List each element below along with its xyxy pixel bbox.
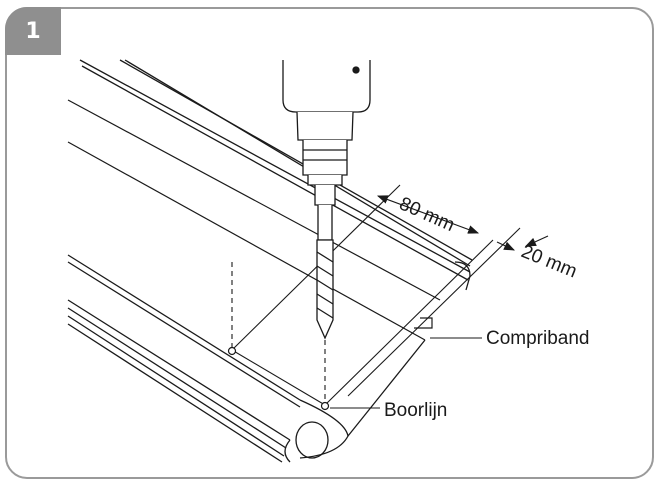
hidden-lines — [231, 262, 326, 405]
guide-lines — [231, 184, 521, 406]
front-rail — [67, 254, 426, 463]
hole-mark-left — [227, 346, 237, 356]
callout-compriband: Compriband — [486, 328, 590, 349]
hole-marks — [227, 346, 330, 411]
dimension-label-20mm: 20 mm — [518, 241, 580, 282]
panel-surface — [67, 99, 441, 341]
drill-icon — [282, 60, 371, 340]
dimension-arrows — [376, 195, 549, 251]
hole-mark-right — [320, 401, 330, 411]
dimension-label-80mm: 80 mm — [396, 193, 458, 236]
step-number-badge: 1 — [5, 7, 61, 55]
back-rail — [79, 59, 473, 291]
callout-leaders — [330, 337, 482, 409]
callout-drill-line: Boorlijn — [384, 400, 447, 421]
